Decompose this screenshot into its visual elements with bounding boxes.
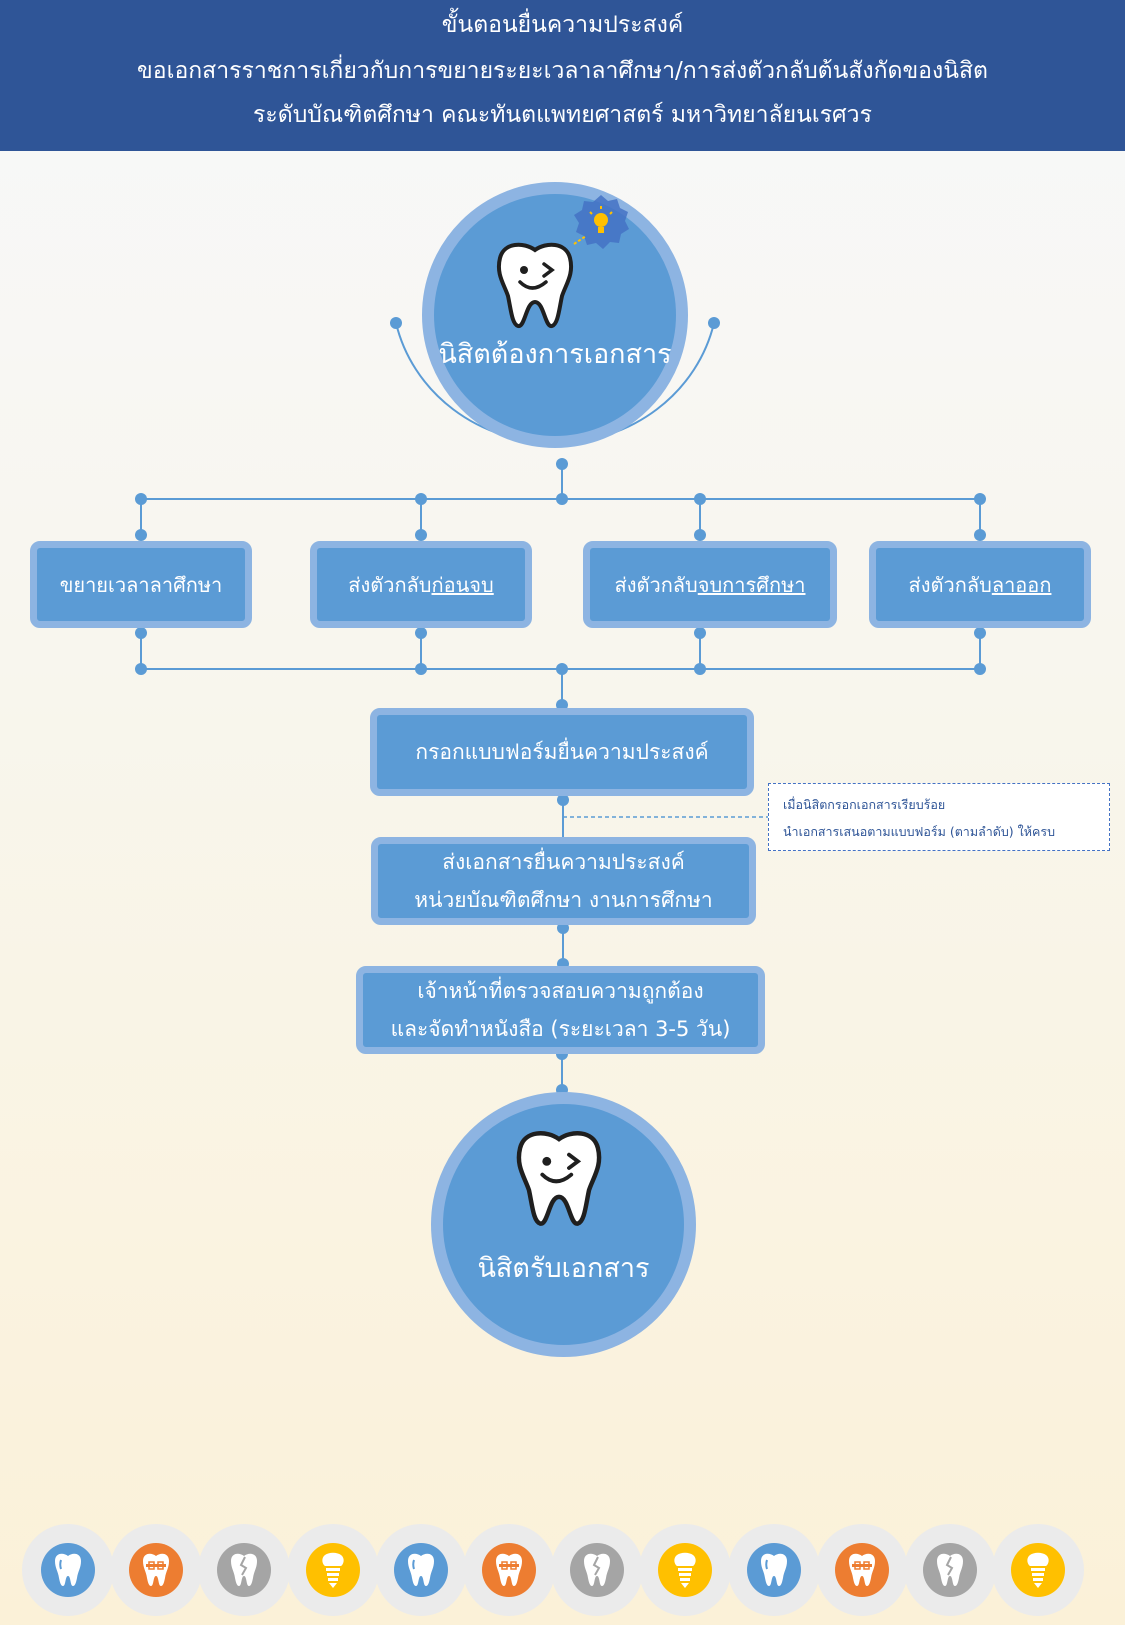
start-label: นิสิตต้องการเอกสาร [438,339,672,370]
note-line1: เมื่อนิสิตกรอกเอกสารเรียบร้อย [783,797,946,812]
tooth-icon [727,1524,820,1616]
broken-tooth-icon [551,1524,644,1616]
tooth-icon [22,1524,114,1616]
smiling-tooth-icon [516,1131,602,1226]
page-title: ขั้นตอนยื่นความประสงค์ [441,12,684,38]
step-submit-line2: หน่วยบัณฑิตศึกษา งานการศึกษา [414,888,713,912]
end-label: นิสิตรับเอกสาร [477,1253,650,1284]
option-label-underlined: จบการศึกษา [697,572,806,597]
lightbulb-icon [573,195,629,249]
instruction-note: เมื่อนิสิตกรอกเอกสารเรียบร้อย นำเอกสารเส… [768,783,1110,851]
start-node: นิสิตต้องการเอกสาร [422,182,688,448]
broken-tooth-icon [198,1524,291,1616]
step-submit-documents: ส่งเอกสารยื่นความประสงค์ หน่วยบัณฑิตศึกษ… [371,837,756,925]
page-subtitle: ขอเอกสารราชการเกี่ยวกับการขยายระยะเวลาลา… [137,58,988,84]
option-return-resign: ส่งตัวกลับลาออก [869,541,1091,628]
smiling-tooth-icon [497,242,573,328]
note-line2: นำเอกสารเสนอตามแบบฟอร์ม (ตามลำดับ) ให้คร… [783,824,1056,839]
broken-tooth-icon [904,1524,996,1616]
braces-tooth-icon [463,1524,555,1616]
tooth-icon [374,1524,467,1616]
page-faculty: ระดับบัณฑิตศึกษา คณะทันตแพทยศาสตร์ มหาวิ… [253,102,872,128]
page-header: ขั้นตอนยื่นความประสงค์ ขอเอกสารราชการเกี… [0,0,1125,151]
braces-tooth-icon [110,1524,203,1616]
option-label: ส่งตัวกลับ [348,572,432,597]
option-return-before-graduation: ส่งตัวกลับก่อนจบ [310,541,532,628]
braces-tooth-icon [815,1524,908,1616]
option-label: ส่งตัวกลับ [614,572,698,597]
dental-implant-icon [639,1524,732,1616]
option-return-graduated: ส่งตัวกลับจบการศึกษา [583,541,837,628]
option-label-underlined: ก่อนจบ [431,572,494,597]
step-check-line1: เจ้าหน้าที่ตรวจสอบความถูกต้อง [417,979,704,1003]
step-fill-form: กรอกแบบฟอร์มยื่นความประสงค์ [370,708,754,796]
option-label: ส่งตัวกลับ [908,572,992,597]
dental-implant-icon [992,1524,1085,1616]
step-officer-check: เจ้าหน้าที่ตรวจสอบความถูกต้อง และจัดทำหน… [356,966,765,1054]
option-extend-leave: ขยายเวลาลาศึกษา [30,541,252,628]
option-label: ขยายเวลาลาศึกษา [59,572,223,597]
dental-implant-icon [286,1524,379,1616]
step-fill-form-label: กรอกแบบฟอร์มยื่นความประสงค์ [415,740,709,764]
step-check-line2: และจัดทำหนังสือ (ระยะเวลา 3-5 วัน) [390,1017,731,1041]
end-node: นิสิตรับเอกสาร [431,1092,696,1357]
step-submit-line1: ส่งเอกสารยื่นความประสงค์ [442,850,685,874]
option-label-underlined: ลาออก [991,572,1052,597]
footer-icon-row [0,1524,1125,1619]
